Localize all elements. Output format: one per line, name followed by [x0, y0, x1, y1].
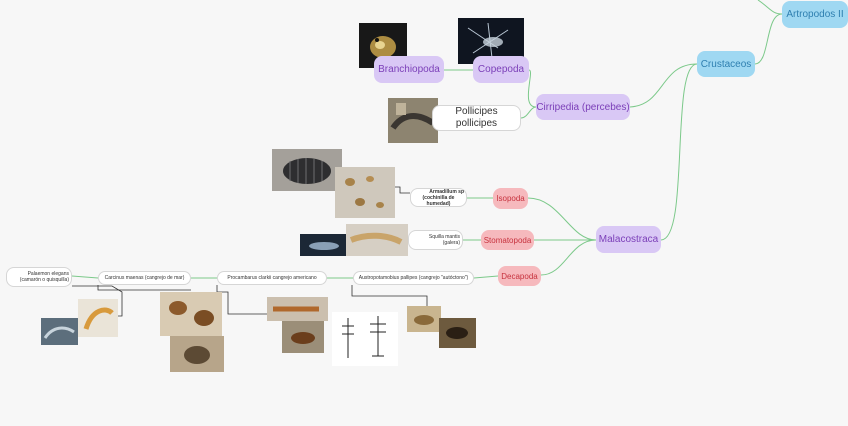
austropotamobius-photo-1: [407, 306, 441, 332]
node-copepoda[interactable]: Copepoda: [473, 56, 529, 83]
edge-crustaceos-cirripedia: [629, 63, 698, 108]
edge-malacostraca-isopoda: [527, 197, 597, 241]
connector-armadillum-image: [395, 186, 410, 194]
procambarus-photo-1: [267, 297, 328, 321]
node-squilla[interactable]: Squilla mantis (galera): [408, 230, 463, 250]
edge-cirripedia-copepoda: [527, 69, 537, 108]
armadillum-photo-1: [272, 149, 342, 191]
carcinus-photo-2: [170, 336, 224, 372]
edge-cirripedia-pollicipes: [520, 106, 537, 119]
node-carcinus[interactable]: Carcinus maenas (cangrejo de mar): [98, 271, 191, 285]
node-armadillum[interactable]: Armadillum sp (cochinilla de humedad): [410, 188, 467, 207]
connector-carcinus-image: [97, 285, 191, 291]
node-austropotamobius[interactable]: Austropotamobius pallipes (cangrejo "aut…: [353, 271, 474, 285]
pollicipes-photo: [388, 98, 438, 143]
node-cirripedia[interactable]: Cirripedia (percebes): [536, 94, 630, 120]
edge-artropodos-crustaceos: [754, 13, 783, 65]
armadillum-photo-2: [335, 167, 395, 218]
node-branchiopoda[interactable]: Branchiopoda: [374, 56, 444, 83]
edge-root-artropodos: [757, 0, 783, 15]
edges: [71, 0, 783, 279]
connector-austro-image: [351, 285, 428, 307]
node-procambarus[interactable]: Procambarus clarkii cangrejo americano: [217, 271, 327, 285]
palaemon-label-2: (camarón o quisquilla): [19, 277, 69, 283]
node-artropodos[interactable]: Artropodos II: [782, 1, 848, 28]
armadillum-label-2: (cochinilla de humedad): [422, 194, 455, 207]
node-decapoda[interactable]: Decapoda: [498, 266, 541, 286]
connector-procambarus-image: [216, 285, 290, 315]
node-crustaceos[interactable]: Crustaceos: [697, 51, 755, 77]
squilla-label-1: Squilla mantis: [428, 234, 460, 240]
node-pollicipes[interactable]: Pollicipes pollicipes: [432, 105, 521, 131]
squilla-photo-1: [300, 234, 346, 256]
palaemon-label-1: Palaemon elegans: [27, 271, 69, 277]
edge-decapoda-austropotamobius: [473, 275, 499, 279]
node-stomatopoda[interactable]: Stomatopoda: [481, 230, 534, 250]
austropotamobius-photo-2: [439, 318, 476, 348]
crayfish-drawing: [332, 312, 398, 366]
edge-crustaceos-malacostraca: [660, 63, 698, 241]
armadillum-label-1: Armadillum sp: [429, 188, 464, 195]
carcinus-photo-1: [160, 292, 222, 336]
node-isopoda[interactable]: Isopoda: [493, 188, 528, 209]
procambarus-photo-2: [282, 321, 324, 353]
palaemon-photo-2: [78, 299, 118, 337]
node-palaemon[interactable]: Palaemon elegans (camarón o quisquilla): [6, 267, 72, 287]
edge-malacostraca-decapoda: [540, 239, 597, 276]
node-malacostraca[interactable]: Malacostraca: [596, 226, 661, 253]
edge-carcinus-palaemon: [71, 275, 99, 279]
connector-palaemon-image: [72, 285, 123, 317]
palaemon-photo-1: [41, 318, 78, 345]
squilla-photo-2: [346, 224, 408, 256]
squilla-label-2: (galera): [442, 240, 460, 246]
